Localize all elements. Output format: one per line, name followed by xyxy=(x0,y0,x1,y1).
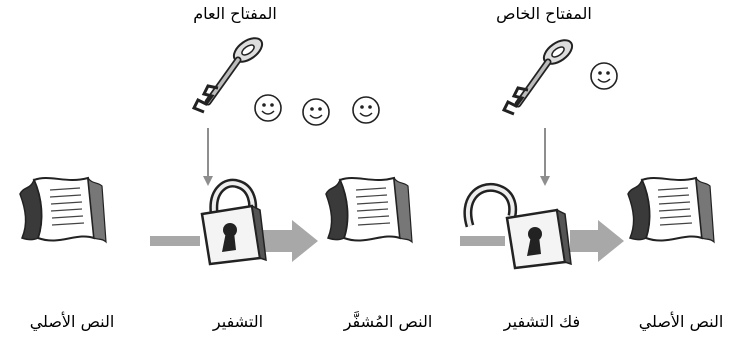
document-icon-original-1 xyxy=(20,178,106,242)
step-label-original-1: النص الأصلي xyxy=(2,312,142,331)
document-icon-encrypted xyxy=(326,178,412,242)
smiley-icon-4 xyxy=(591,63,617,89)
private-key-icon xyxy=(504,35,576,114)
closed-lock-icon xyxy=(202,183,266,264)
flow-arrow-3 xyxy=(460,236,505,246)
public-key-label: المفتاح العام xyxy=(180,4,290,23)
key-arrow-private xyxy=(540,128,550,186)
step-label-decryption: فك التشفير xyxy=(482,312,602,331)
smiley-icon-1 xyxy=(255,95,281,121)
private-key-label: المفتاح الخاص xyxy=(484,4,604,23)
flow-arrow-2 xyxy=(262,220,318,262)
public-key-icon xyxy=(194,33,266,112)
flow-arrow-4 xyxy=(570,220,624,262)
flow-arrow-1 xyxy=(150,236,200,246)
open-lock-icon xyxy=(468,187,571,268)
key-arrow-public xyxy=(203,128,213,186)
document-icon-original-2 xyxy=(628,178,714,242)
smiley-icon-2 xyxy=(303,99,329,125)
step-label-original-2: النص الأصلي xyxy=(616,312,746,331)
step-label-ciphertext: النص المُشفَّر xyxy=(318,312,458,331)
step-label-encryption: التشفير xyxy=(188,312,288,331)
smiley-icon-3 xyxy=(353,97,379,123)
